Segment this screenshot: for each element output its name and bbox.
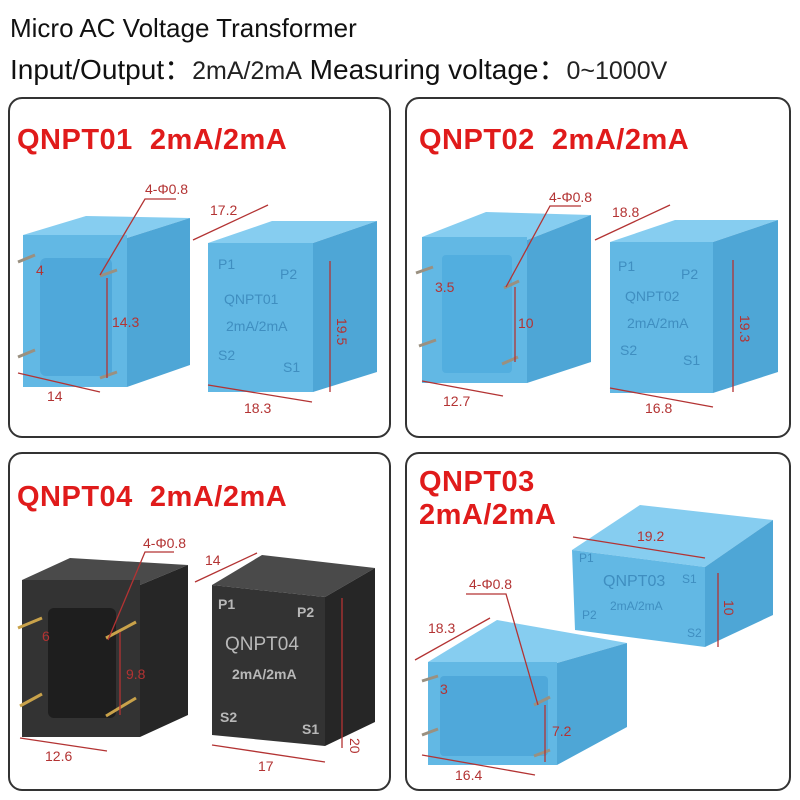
qnpt01-mark-p1: P1 xyxy=(218,256,236,272)
qnpt04-pin-span-h: 12.6 xyxy=(45,748,73,764)
qnpt03-pin-side-view xyxy=(421,620,627,765)
qnpt03-mark-p2: P2 xyxy=(582,608,597,622)
qnpt01-height: 19.5 xyxy=(334,318,350,346)
qnpt03-mark-p1: P1 xyxy=(579,551,594,565)
qnpt04-pin-side-view xyxy=(17,558,188,737)
qnpt02-mark-p2: P2 xyxy=(681,266,699,282)
qnpt02-mark-model: QNPT02 xyxy=(625,288,680,304)
qnpt03-pin-span-h: 16.4 xyxy=(455,767,483,783)
qnpt04-mark-s2: S2 xyxy=(220,709,238,725)
qnpt02-mark-p1: P1 xyxy=(618,258,636,274)
qnpt01-pin-span-v: 14.3 xyxy=(112,314,140,330)
qnpt02-pin-offset: 3.5 xyxy=(435,279,455,295)
spec-line: Input/Output：2mA/2mA Measuring voltage：0… xyxy=(10,48,667,88)
qnpt01-mark-model: QNPT01 xyxy=(224,291,279,307)
qnpt04-title: QNPT04 2mA/2mA xyxy=(17,481,288,513)
qnpt02-pin-span-h: 12.7 xyxy=(443,393,471,409)
qnpt01-pin-spec: 4-Φ0.8 xyxy=(145,181,189,197)
qnpt03-depth: 18.3 xyxy=(428,620,456,636)
qnpt03-pin-span-v: 7.2 xyxy=(552,723,572,739)
qnpt03-width: 19.2 xyxy=(637,528,665,544)
qnpt01-title: QNPT01 2mA/2mA xyxy=(17,124,288,156)
qnpt03-mark-s1: S1 xyxy=(682,572,697,586)
qnpt02-front-view xyxy=(610,220,778,393)
qnpt02-pin-side-view xyxy=(415,212,591,383)
qnpt03-mark-model: QNPT03 xyxy=(603,573,666,590)
page-title: Micro AC Voltage Transformer xyxy=(10,13,357,43)
qnpt02-mark-rating: 2mA/2mA xyxy=(627,315,689,331)
qnpt03-title-line1: QNPT03 xyxy=(419,466,535,498)
qnpt03-front-view xyxy=(572,505,773,647)
dimension-lines xyxy=(17,198,734,776)
qnpt03-height: 10 xyxy=(721,600,737,616)
qnpt01-mark-s1: S1 xyxy=(283,359,301,375)
voltage-label: Measuring voltage： xyxy=(309,54,567,85)
qnpt01-mark-rating: 2mA/2mA xyxy=(226,318,288,334)
qnpt01-pin-span-h: 14 xyxy=(47,388,63,404)
qnpt04-mark-p2: P2 xyxy=(297,604,315,620)
qnpt02-mark-s2: S2 xyxy=(620,342,638,358)
io-value: 2mA/2mA xyxy=(192,57,302,85)
qnpt04-mark-p1: P1 xyxy=(218,596,236,612)
qnpt04-front-view xyxy=(212,555,375,746)
qnpt02-title: QNPT02 2mA/2mA xyxy=(419,124,690,156)
qnpt03-pin-offset: 3 xyxy=(440,681,448,697)
qnpt04-pin-offset: 6 xyxy=(42,628,50,644)
qnpt04-mark-model: QNPT04 xyxy=(225,634,299,655)
qnpt01-mark-p2: P2 xyxy=(280,266,298,282)
qnpt04-mark-rating: 2mA/2mA xyxy=(232,666,297,682)
qnpt02-depth: 18.8 xyxy=(612,204,640,220)
qnpt02-height: 19.3 xyxy=(737,315,753,343)
qnpt01-front-view xyxy=(208,221,377,392)
qnpt01-depth: 17.2 xyxy=(210,202,238,218)
qnpt01-pin-side-view xyxy=(17,216,190,387)
qnpt04-mark-s1: S1 xyxy=(302,721,320,737)
qnpt03-mark-s2: S2 xyxy=(687,626,702,640)
qnpt04-pin-spec: 4-Φ0.8 xyxy=(143,535,187,551)
qnpt04-width: 17 xyxy=(258,758,274,774)
qnpt03-title-line2: 2mA/2mA xyxy=(419,499,557,531)
qnpt01-pin-offset: 4 xyxy=(36,262,44,278)
qnpt04-pin-span-v: 9.8 xyxy=(126,666,146,682)
qnpt02-mark-s1: S1 xyxy=(683,352,701,368)
qnpt01-mark-s2: S2 xyxy=(218,347,236,363)
qnpt01-width: 18.3 xyxy=(244,400,272,416)
qnpt03-mark-rating: 2mA/2mA xyxy=(610,599,663,613)
qnpt04-height: 20 xyxy=(347,738,363,754)
qnpt04-depth: 14 xyxy=(205,552,221,568)
voltage-value: 0~1000V xyxy=(566,57,668,85)
qnpt02-pin-spec: 4-Φ0.8 xyxy=(549,189,593,205)
io-label: Input/Output： xyxy=(10,54,193,85)
qnpt02-width: 16.8 xyxy=(645,400,673,416)
qnpt02-pin-span-v: 10 xyxy=(518,315,534,331)
qnpt03-pin-spec: 4-Φ0.8 xyxy=(469,576,513,592)
